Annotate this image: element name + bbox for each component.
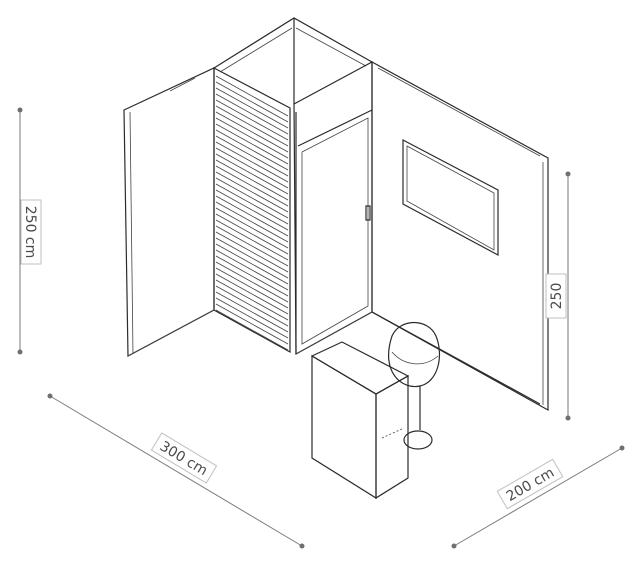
door-handle bbox=[365, 205, 371, 221]
slat bbox=[215, 243, 289, 285]
label-height-left: 250 cm bbox=[22, 206, 38, 259]
slat bbox=[215, 291, 289, 333]
slat bbox=[215, 273, 289, 315]
slat bbox=[215, 165, 289, 207]
slat bbox=[215, 87, 289, 129]
dimension-label-height-right: 250 bbox=[545, 273, 567, 319]
chair bbox=[387, 322, 441, 450]
slat bbox=[215, 261, 289, 303]
slat bbox=[215, 237, 289, 279]
slat bbox=[215, 303, 289, 345]
slat bbox=[215, 159, 289, 201]
slat bbox=[215, 153, 289, 195]
slat bbox=[215, 219, 289, 261]
slat bbox=[215, 93, 289, 135]
dimension-lines bbox=[17, 107, 625, 549]
counter bbox=[310, 341, 410, 500]
dimension-label-height-left: 250 cm bbox=[20, 199, 42, 265]
slat bbox=[215, 255, 289, 297]
wall-screen bbox=[402, 139, 499, 257]
slat bbox=[215, 195, 289, 237]
slat bbox=[215, 201, 289, 243]
slat bbox=[215, 207, 289, 249]
slat bbox=[215, 279, 289, 321]
slat bbox=[215, 183, 289, 225]
slat bbox=[215, 177, 289, 219]
slat bbox=[215, 231, 289, 273]
left-wall bbox=[123, 67, 215, 357]
slat bbox=[215, 75, 289, 117]
slat bbox=[215, 297, 289, 339]
label-height-right: 250 bbox=[549, 283, 565, 310]
slat bbox=[215, 309, 289, 351]
slat bbox=[215, 141, 289, 183]
slat bbox=[215, 117, 289, 159]
slat bbox=[215, 123, 289, 165]
slat bbox=[215, 135, 289, 177]
slat bbox=[215, 81, 289, 123]
slat bbox=[215, 171, 289, 213]
back-walls bbox=[213, 17, 373, 104]
storage-room bbox=[293, 60, 373, 356]
slatted-panel bbox=[213, 67, 291, 354]
slat bbox=[215, 147, 289, 189]
slat bbox=[215, 189, 289, 231]
floor bbox=[127, 309, 373, 357]
slat bbox=[215, 129, 289, 171]
slat bbox=[215, 249, 289, 291]
slat bbox=[215, 267, 289, 309]
slat bbox=[215, 225, 289, 267]
slat bbox=[215, 105, 289, 147]
slat bbox=[215, 99, 289, 141]
slat bbox=[215, 285, 289, 327]
slat bbox=[215, 213, 289, 255]
slat bbox=[215, 111, 289, 153]
right-wall bbox=[371, 60, 549, 412]
